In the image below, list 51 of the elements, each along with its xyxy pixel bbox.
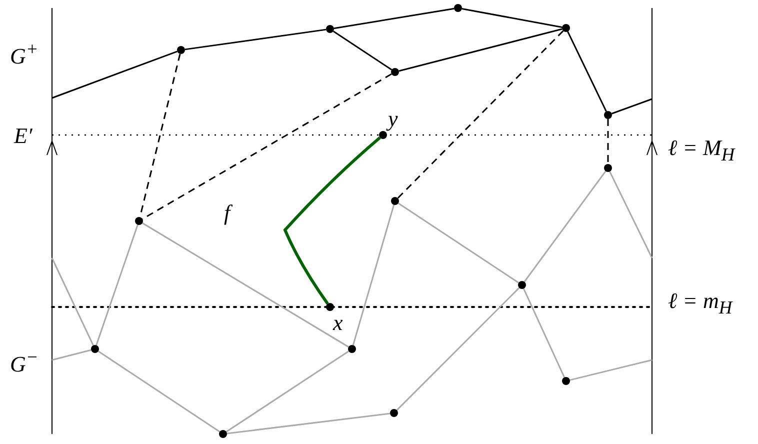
point [604,111,612,119]
line [51,258,94,346]
line [522,288,566,378]
math-label: ℓ = m$_{H}$ [668,290,732,317]
math-label: ℓ = M$_{H}$ [668,137,735,164]
point [562,377,570,385]
line [398,202,520,284]
line [398,28,562,72]
dashed-line [607,119,609,164]
line [462,8,562,28]
point [391,68,399,76]
point [91,345,99,353]
line [612,98,652,114]
point [518,281,526,289]
line [570,359,652,381]
line [226,350,350,432]
point [391,197,399,205]
point [135,217,143,225]
line [226,412,390,434]
dashed-line [397,30,564,199]
line [396,287,520,411]
math-label: f [224,202,230,224]
curve [284,136,381,305]
point [348,345,356,353]
point [604,164,612,172]
point [326,303,334,311]
point [326,25,334,33]
point-label: y [388,108,398,130]
dashed-line [142,73,392,220]
point [390,409,398,417]
point [177,46,185,54]
line [52,349,92,361]
point [219,430,227,438]
line [98,350,220,432]
math-label: E′ [14,125,32,147]
line [352,204,395,346]
line [567,31,607,112]
point [454,4,462,12]
math-label: G$^{+}$ [10,40,38,68]
line [334,8,454,30]
line [96,224,138,346]
point [379,131,387,139]
line [142,222,349,348]
math-label: G$^{−}$ [10,348,38,376]
point-label: x [333,312,343,334]
line [609,171,653,258]
line [524,170,606,282]
line [52,50,178,99]
line [184,28,326,50]
line [332,30,392,70]
point [562,24,570,32]
